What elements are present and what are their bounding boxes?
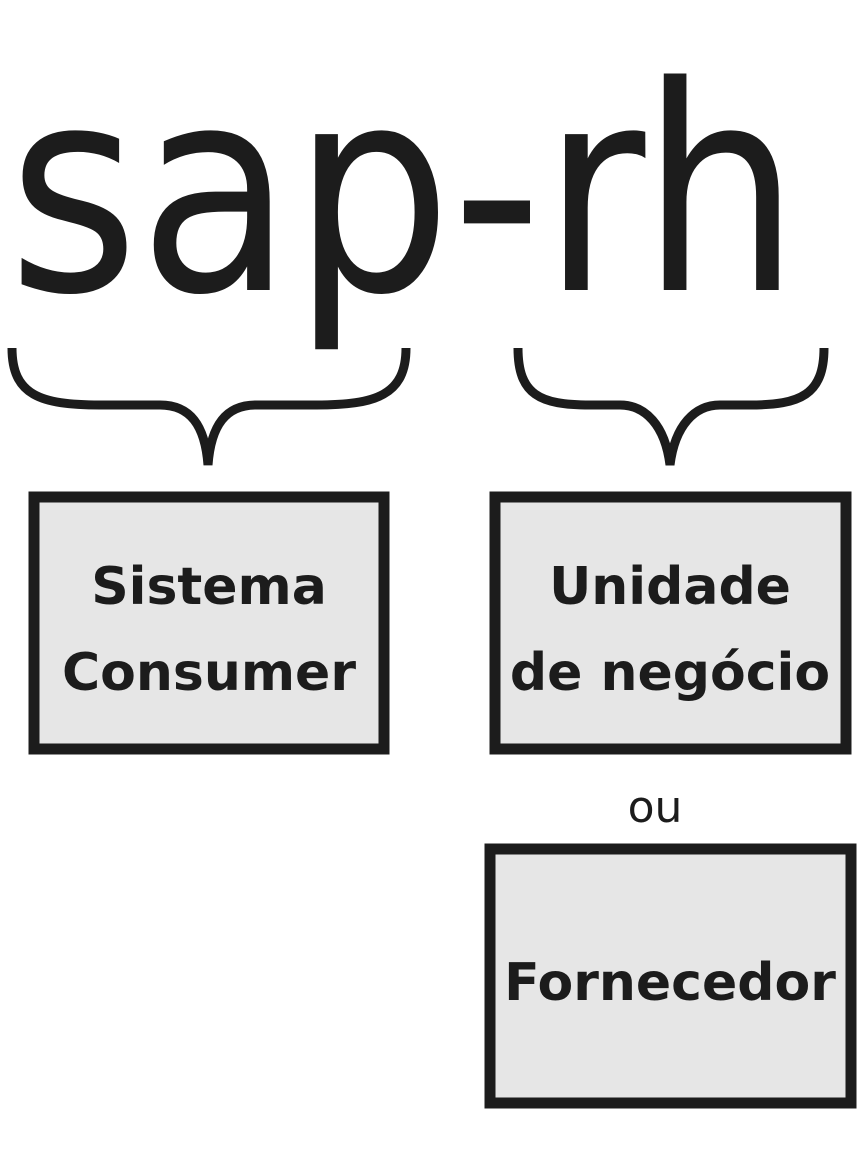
left-brace xyxy=(7,347,411,466)
unidade-line2: de negócio xyxy=(510,643,830,703)
sistema-consumer-box: Sistema Consumer xyxy=(28,491,390,755)
sistema-line1: Sistema xyxy=(91,557,327,617)
unidade-line1: Unidade xyxy=(549,557,791,617)
right-brace xyxy=(513,347,829,466)
sistema-line2: Consumer xyxy=(62,643,356,703)
separator-ou: ou xyxy=(628,782,683,833)
unidade-negocio-box: Unidade de negócio xyxy=(489,491,852,755)
fornecedor-label: Fornecedor xyxy=(504,953,836,1013)
fornecedor-box: Fornecedor xyxy=(484,843,857,1109)
title-text: sap-rh xyxy=(8,26,800,358)
